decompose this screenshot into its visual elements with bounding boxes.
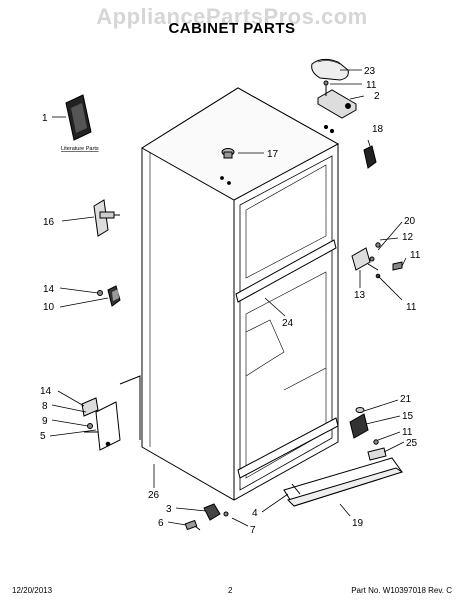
callout-11: 11: [366, 80, 377, 91]
handle-bracket: [93, 199, 120, 237]
callout-19: 19: [352, 518, 364, 529]
callout-11: 11: [406, 302, 417, 313]
callout-5: 5: [40, 431, 46, 442]
page-title: CABINET PARTS: [168, 20, 296, 37]
leveling-leg: [184, 503, 229, 531]
callout-7: 7: [250, 525, 256, 536]
callout-3: 3: [166, 504, 172, 515]
callout-11: 11: [402, 427, 413, 438]
callout-13: 13: [354, 290, 366, 301]
leader-lines: [49, 69, 407, 527]
callout-numbers: 1 23 11 2 17 18 16 14 10 24 20 12 11 13 …: [40, 66, 421, 536]
footer-part-number: Part No. W10397018 Rev. C: [351, 586, 452, 595]
footer-date: 12/20/2013: [12, 586, 53, 595]
center-hinge-left: [97, 285, 121, 307]
callout-12: 12: [402, 232, 414, 243]
bottom-left-hinge: [81, 375, 141, 451]
center-hinge-right: [351, 242, 403, 279]
callout-15: 15: [402, 411, 414, 422]
hinge-pin-cover: [363, 145, 377, 169]
callout-26: 26: [148, 490, 160, 501]
cabinet-plug: [221, 148, 235, 159]
literature-parts-label: Literature Parts: [61, 146, 99, 152]
cabinet-shell: [141, 87, 340, 501]
callout-2: 2: [374, 91, 380, 102]
callout-8: 8: [42, 401, 48, 412]
callout-9: 9: [42, 416, 48, 427]
callout-18: 18: [372, 124, 384, 135]
callout-16: 16: [43, 217, 55, 228]
bottom-right-hinge: [349, 407, 387, 461]
callout-14: 14: [43, 284, 55, 295]
callout-21: 21: [400, 394, 412, 405]
callout-4: 4: [252, 508, 258, 519]
callout-20: 20: [404, 216, 416, 227]
callout-23: 23: [364, 66, 376, 77]
callout-1: 1: [42, 113, 48, 124]
top-hinge: [317, 80, 357, 119]
top-hinge-cover: [311, 58, 349, 81]
mullion-rail: [235, 239, 337, 303]
footer-page-number: 2: [228, 586, 233, 595]
callout-25: 25: [406, 438, 418, 449]
toe-grille: [283, 457, 404, 507]
callout-17: 17: [267, 149, 279, 160]
callout-11: 11: [410, 250, 421, 261]
literature-booklet: [65, 94, 92, 141]
callout-24: 24: [282, 318, 294, 329]
callout-10: 10: [43, 302, 55, 313]
callout-14: 14: [40, 386, 52, 397]
callout-6: 6: [158, 518, 164, 529]
watermark: AppliancePartsPros.com: [96, 4, 368, 29]
